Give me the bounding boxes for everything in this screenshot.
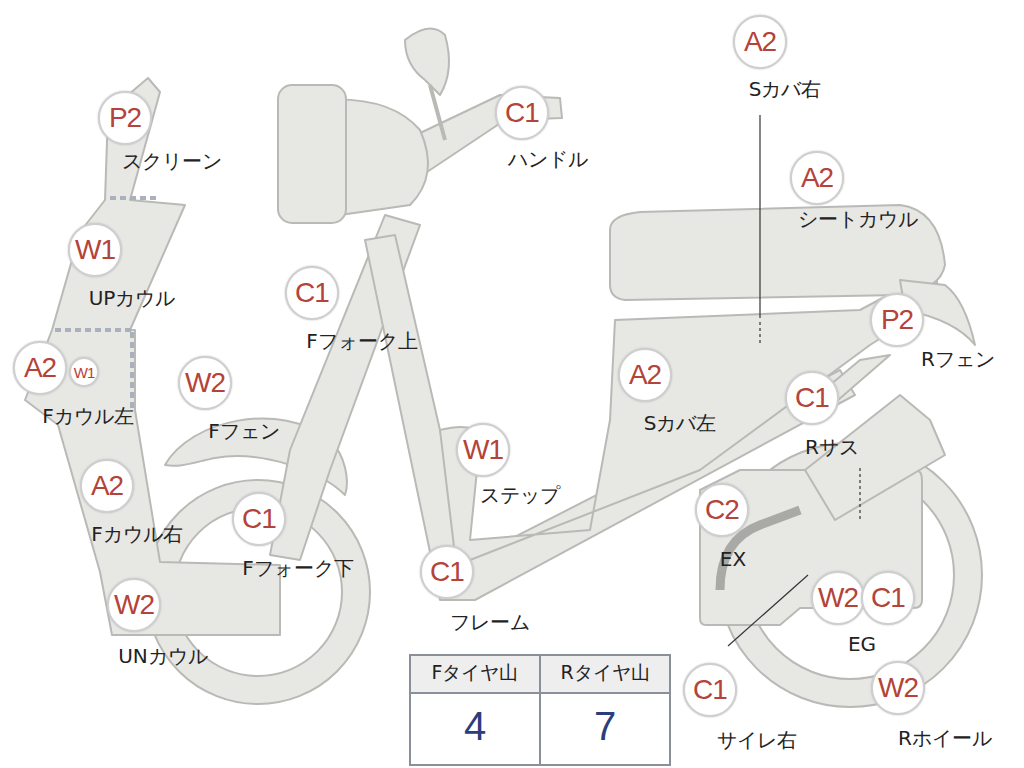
damage-marker: C1サイレ右 xyxy=(683,663,737,717)
part-name: Fフォーク上 xyxy=(306,330,418,352)
part-name: Rフェン xyxy=(921,348,995,370)
part-name: Fフォーク下 xyxy=(242,557,354,579)
damage-marker: W2 xyxy=(811,571,865,625)
damage-marker: W1UPカウル xyxy=(68,223,122,277)
damage-marker: A2シートカウル xyxy=(790,151,844,205)
part-name: UNカウル xyxy=(118,645,208,667)
damage-marker: C2EX xyxy=(695,483,749,537)
damage-marker: A2Sカバ右 xyxy=(733,15,787,69)
damage-marker: C1Fフォーク下 xyxy=(232,492,286,546)
damage-marker: C1フレーム xyxy=(420,545,474,599)
damage-marker: C1Rサス xyxy=(785,371,839,425)
damage-marker: P2スクリーン xyxy=(98,91,152,145)
part-name: シートカウル xyxy=(798,208,918,230)
part-name: Rサス xyxy=(805,436,859,458)
damage-code: C1 xyxy=(683,663,737,717)
table-header-cell: Rタイヤ山 xyxy=(560,662,649,683)
damage-code: P2 xyxy=(98,91,152,145)
damage-code: C1 xyxy=(785,371,839,425)
table-value-cell: 7 xyxy=(594,704,616,748)
panel-seam xyxy=(130,332,134,412)
damage-code: P2 xyxy=(870,293,924,347)
damage-code: C1 xyxy=(495,86,549,140)
damage-code: W2 xyxy=(107,578,161,632)
damage-code: W1 xyxy=(69,357,99,387)
headlight xyxy=(278,85,346,223)
part-name: Fカウル右 xyxy=(91,523,183,545)
damage-code: W1 xyxy=(68,223,122,277)
damage-code: A2 xyxy=(618,348,672,402)
damage-code: C1 xyxy=(420,545,474,599)
damage-marker: A2Fカウル左 xyxy=(13,341,67,395)
damage-marker: W1ステップ xyxy=(456,423,510,477)
panel-seam xyxy=(110,196,158,200)
table-frame xyxy=(410,655,670,765)
part-name: Sカバ左 xyxy=(644,412,717,434)
damage-code: A2 xyxy=(790,151,844,205)
damage-marker: W2Rホイール xyxy=(871,661,925,715)
engine-label: EG xyxy=(848,633,876,655)
seat xyxy=(610,205,945,300)
part-name: スクリーン xyxy=(122,150,222,172)
part-name: EX xyxy=(720,548,746,570)
damage-code: C1 xyxy=(861,571,915,625)
damage-code: W2 xyxy=(811,571,865,625)
damage-code: W1 xyxy=(456,423,510,477)
leader-line xyxy=(759,322,760,346)
table-value-cell: 4 xyxy=(464,704,486,748)
damage-marker: C1ハンドル xyxy=(495,86,549,140)
damage-code: W2 xyxy=(178,356,232,410)
part-name: フレーム xyxy=(450,611,530,633)
part-name: Fフェン xyxy=(208,420,280,442)
leader-line xyxy=(759,115,760,318)
damage-code: A2 xyxy=(733,15,787,69)
part-name: UPカウル xyxy=(89,287,176,309)
part-name: ハンドル xyxy=(508,148,588,170)
damage-code: A2 xyxy=(13,341,67,395)
mirror xyxy=(405,29,449,95)
mirror-stem xyxy=(430,85,445,140)
table-header-cell: Fタイヤ山 xyxy=(432,662,519,683)
damage-code: C1 xyxy=(232,492,286,546)
damage-marker: C1Fフォーク上 xyxy=(285,266,339,320)
damage-marker: A2Fカウル右 xyxy=(80,459,134,513)
part-name: Rホイール xyxy=(898,727,992,749)
part-name: ステップ xyxy=(480,484,560,506)
damage-code: C2 xyxy=(695,483,749,537)
part-name: Fカウル左 xyxy=(42,405,134,427)
leader-line xyxy=(728,575,808,646)
damage-code: A2 xyxy=(80,459,134,513)
panel-seam xyxy=(55,328,132,332)
part-name: サイレ右 xyxy=(717,729,797,751)
damage-code: C1 xyxy=(285,266,339,320)
damage-marker: W2Fフェン xyxy=(178,356,232,410)
damage-marker: C1 xyxy=(861,571,915,625)
damage-marker: A2Sカバ左 xyxy=(618,348,672,402)
damage-code: W2 xyxy=(871,661,925,715)
leader-line xyxy=(859,468,860,522)
tread-table xyxy=(410,655,670,765)
damage-marker: W1 xyxy=(69,357,99,387)
table-divider xyxy=(539,655,541,765)
damage-marker: P2Rフェン xyxy=(870,293,924,347)
damage-marker: W2UNカウル xyxy=(107,578,161,632)
part-name: Sカバ右 xyxy=(749,78,822,100)
